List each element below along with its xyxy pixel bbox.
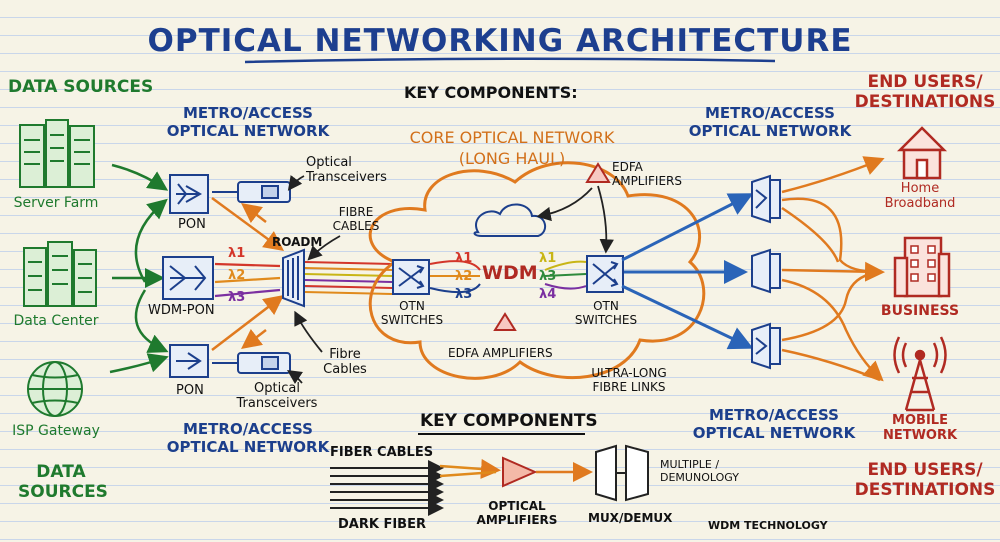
business-label: BUSINESS — [880, 303, 960, 319]
transceivers-top-label: Optical Transceivers — [306, 155, 387, 185]
core-line2: (LONG HAUL) — [458, 148, 566, 168]
roadm-label: ROADM — [272, 235, 323, 249]
business-building-icon — [893, 236, 951, 298]
wdm-technology-label: WDM TECHNOLOGY — [708, 519, 828, 532]
data-center-label: Data Center — [13, 313, 99, 329]
data-sources-heading: DATA SOURCES — [8, 77, 154, 97]
core-network-label: CORE OPTICAL NETWORK (LONG HAUL) — [392, 128, 632, 170]
mux-right-middle — [751, 248, 781, 294]
edfa-pointer-wdm — [536, 187, 593, 222]
mux-right-bottom — [751, 322, 781, 370]
core-line1: CORE OPTICAL NETWORK — [409, 128, 615, 147]
lambda-3-core-right: λ3 — [539, 269, 557, 284]
edfa-bottom-label: EDFA AMPLIFIERS — [448, 346, 553, 360]
core-cloud — [368, 161, 706, 380]
metro-left-bottom-label: METRO/ACCESS OPTICAL NETWORK — [166, 420, 330, 456]
multiple-demunology-label: MULTIPLE / DEMUNOLOGY — [660, 458, 739, 485]
pon-top-label: PON — [178, 217, 206, 232]
data-sources-footer: DATA SOURCES — [18, 462, 108, 503]
globe-icon — [27, 361, 83, 417]
source-links — [109, 163, 169, 374]
otn-left-label: OTN SWITCHES — [380, 299, 444, 327]
otn-right-label: OTN SWITCHES — [574, 299, 638, 327]
transceiver-bottom-pointer — [287, 370, 303, 384]
otn-right-switch — [586, 255, 624, 293]
lambda-3-core-left: λ3 — [455, 287, 473, 302]
fibre-bundle — [304, 261, 393, 295]
lambda-1-core-left: λ1 — [455, 251, 473, 266]
metro-to-users-links — [781, 156, 885, 382]
ultra-long-label: ULTRA-LONG FIBRE LINKS — [591, 366, 667, 395]
end-users-heading: END USERS/ DESTINATIONS — [854, 72, 996, 113]
wdm-pon-box — [162, 256, 214, 300]
edfa-top-label: EDFA AMPLIFIERS — [612, 160, 683, 189]
optical-amplifiers-label: OPTICAL AMPLIFIERS — [476, 499, 558, 527]
mobile-network-label: MOBILE NETWORK — [882, 413, 958, 443]
end-users-footer: END USERS/ DESTINATIONS — [854, 460, 996, 501]
lambda-1-left: λ1 — [228, 246, 246, 261]
inner-cloud-icon — [473, 203, 547, 237]
key-components-top-heading: KEY COMPONENTS: — [404, 83, 578, 102]
metro-right-bottom-label: METRO/ACCESS OPTICAL NETWORK — [692, 406, 856, 442]
lambda-1-core-right: λ1 — [539, 251, 557, 266]
lambda-3-left: λ3 — [228, 290, 246, 305]
key-components-bottom-heading: KEY COMPONENTS — [420, 411, 598, 431]
fibre-cables-pointer — [307, 235, 341, 261]
lambda-2-core-left: λ2 — [455, 269, 473, 284]
mux-right-top — [751, 174, 781, 224]
dark-fiber-label: DARK FIBER — [338, 517, 426, 532]
data-center-icon — [23, 241, 97, 307]
fibre-cables-label: FIBRE CABLES — [332, 205, 380, 233]
fibre-cables-lower-pointer — [294, 310, 323, 353]
metro-left-top-label: METRO/ACCESS OPTICAL NETWORK — [166, 104, 330, 140]
transceivers-bottom-label: Optical Transceivers — [236, 381, 318, 411]
lambda-4-core-right: λ4 — [539, 287, 557, 302]
key-amplifier-triangle — [502, 456, 538, 488]
home-broadband-label: Home Broadband — [884, 181, 956, 211]
otn-left-switch — [392, 259, 430, 295]
pon-bottom-label: PON — [176, 383, 204, 398]
key-mux-icon — [595, 444, 649, 502]
key-fiber-lines — [330, 460, 444, 516]
isp-gateway-label: ISP Gateway — [12, 423, 100, 439]
mobile-tower-icon — [893, 336, 947, 412]
pon-bottom-box — [169, 344, 209, 378]
house-icon — [896, 126, 948, 180]
lambda-2-left: λ2 — [228, 268, 246, 283]
wdm-pon-label: WDM-PON — [148, 303, 215, 318]
mux-demux-label: MUX/DEMUX — [588, 511, 673, 525]
transceiver-top-pointer — [287, 175, 305, 191]
transceiver-top-icon — [212, 181, 291, 203]
server-farm-label: Server Farm — [13, 195, 99, 211]
title-underline — [244, 57, 776, 64]
edfa-bottom-triangle — [493, 312, 517, 331]
transceiver-bottom-icon — [212, 352, 291, 374]
edfa-top-triangle — [585, 162, 611, 183]
fibre-cables-lower-label: Fibre Cables — [323, 347, 367, 377]
lambda-lines-left — [214, 262, 281, 298]
pon-top-box — [169, 174, 209, 214]
key-fiber-colored — [439, 458, 501, 479]
core-to-metro-links — [621, 193, 754, 350]
fiber-cables-label: FIBER CABLES — [330, 445, 434, 460]
page-title: OPTICAL NETWORKING ARCHITECTURE — [147, 23, 853, 59]
edfa-pointer-otn — [597, 185, 614, 254]
wdm-label: WDM — [482, 262, 538, 284]
roadm-icon — [282, 248, 305, 308]
wdm-lines — [429, 260, 587, 294]
metro-right-top-label: METRO/ACCESS OPTICAL NETWORK — [688, 104, 852, 140]
server-farm-icon — [19, 119, 95, 188]
pon-roadm-links — [211, 196, 285, 351]
